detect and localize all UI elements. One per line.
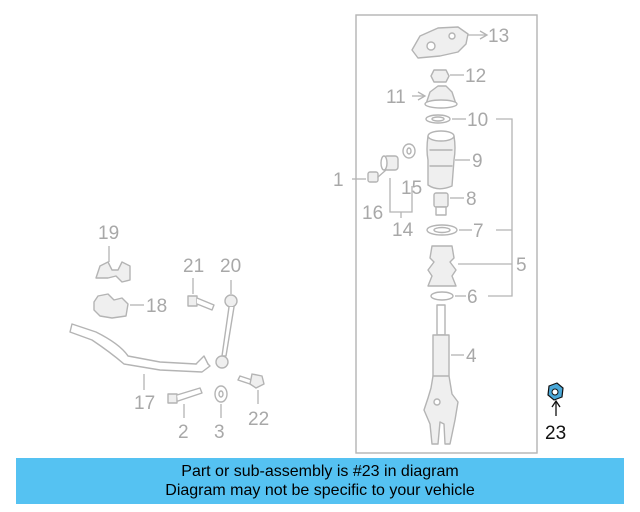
callout-9: 9 [472, 151, 483, 172]
part-2-bolt [167, 387, 203, 418]
banner-line-1: Part or sub-assembly is #23 in diagram [181, 463, 459, 480]
callout-14: 14 [392, 220, 414, 241]
part-7-spring-seat [426, 224, 472, 236]
callout-16: 16 [362, 203, 383, 224]
callout-23: 23 [545, 423, 566, 444]
callout-22: 22 [248, 409, 269, 430]
part-13-upper-mount [411, 26, 489, 59]
part-11-bearing-mount [412, 85, 458, 109]
callout-17: 17 [134, 393, 155, 414]
callout-12: 12 [465, 66, 486, 87]
callout-3: 3 [214, 422, 225, 443]
part-23-nut-highlighted [547, 382, 564, 416]
part-1-sensor [352, 169, 387, 183]
callout-2: 2 [178, 422, 189, 443]
callout-1: 1 [333, 170, 344, 191]
callout-6: 6 [467, 287, 478, 308]
strut-assembly-frame [355, 14, 538, 454]
callout-18: 18 [146, 296, 167, 317]
bracket-5 [488, 118, 513, 297]
callout-19: 19 [98, 223, 119, 244]
callout-10: 10 [467, 110, 488, 131]
callout-15: 15 [401, 178, 422, 199]
part-4-strut [423, 304, 464, 445]
callout-4: 4 [466, 346, 477, 367]
part-21-bolt [187, 278, 215, 311]
callout-5: 5 [516, 255, 527, 276]
banner-line-2: Diagram may not be specific to your vehi… [165, 482, 475, 499]
parts-diagram: 13 12 11 10 9 8 7 [69, 14, 566, 454]
part-20-stabilizer-link [215, 280, 238, 369]
callout-13: 13 [488, 26, 509, 47]
part-6-lower-washer [430, 291, 466, 301]
part-3-washer [214, 385, 228, 418]
callout-20: 20 [220, 256, 241, 277]
part-8-bump-stop [433, 192, 464, 216]
part-10-washer [425, 114, 466, 124]
callout-8: 8 [466, 189, 477, 210]
part-9-air-spring [426, 130, 470, 190]
part-15-washer [402, 143, 416, 159]
callout-21: 21 [183, 256, 204, 277]
part-info-banner: Part or sub-assembly is #23 in diagram D… [16, 458, 624, 504]
part-12-nut [430, 69, 464, 83]
part-16-bushing [380, 155, 399, 171]
part-5-dust-boot [427, 245, 512, 287]
callout-7: 7 [473, 221, 484, 242]
callout-11: 11 [386, 87, 406, 108]
part-17-stabilizer-bar [69, 323, 211, 390]
part-22-nut [237, 373, 265, 404]
part-18-stabilizer-bushing [93, 293, 144, 319]
part-19-bracket [95, 246, 131, 283]
